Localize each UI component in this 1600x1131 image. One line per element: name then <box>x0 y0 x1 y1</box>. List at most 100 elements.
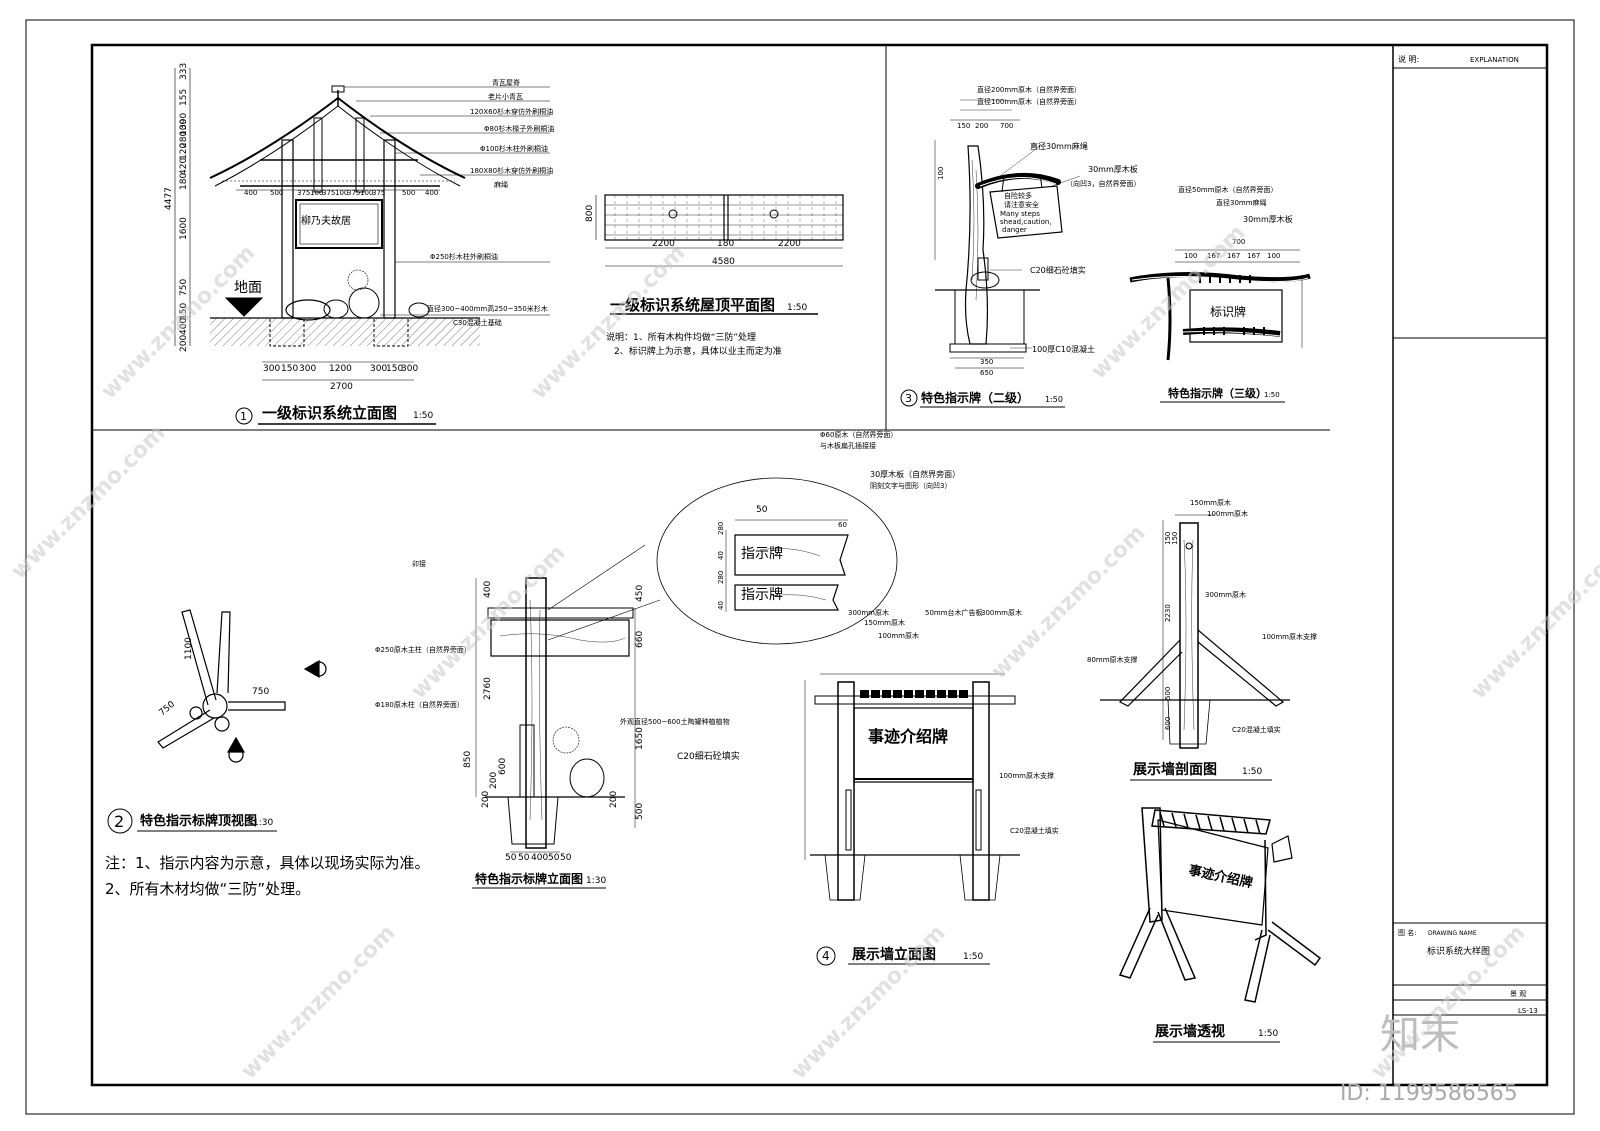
svg-text:直径200mm原木（自然界旁面）: 直径200mm原木（自然界旁面） <box>977 85 1081 94</box>
svg-text:375: 375 <box>372 189 385 197</box>
svg-text:180X80杉木穿仿外刷桐油: 180X80杉木穿仿外刷桐油 <box>470 166 553 175</box>
svg-text:展示墙剖面图: 展示墙剖面图 <box>1133 761 1217 778</box>
svg-text:特色指示标牌顶视图: 特色指示标牌顶视图 <box>140 813 257 829</box>
svg-text:麻绳: 麻绳 <box>494 180 508 189</box>
svg-text:4580: 4580 <box>712 257 735 267</box>
svg-text:50: 50 <box>505 853 517 863</box>
svg-text:Φ250原木主柱（自然界旁面）: Φ250原木主柱（自然界旁面） <box>375 645 471 654</box>
svg-text:1:30: 1:30 <box>253 818 273 828</box>
discipline: 景 观 <box>1510 990 1526 998</box>
id-watermark: ID: 1199586565 <box>1340 1081 1518 1106</box>
svg-text:说明：1、所有木构件均做“三防”处理: 说明：1、所有木构件均做“三防”处理 <box>606 331 756 343</box>
svg-text:一级标识系统立面图: 一级标识系统立面图 <box>262 404 397 422</box>
svg-text:200: 200 <box>609 791 619 808</box>
svg-text:青瓦屋脊: 青瓦屋脊 <box>492 78 520 87</box>
drawing-name-label: 图 名: <box>1398 928 1417 937</box>
svg-text:300mm原木: 300mm原木 <box>848 608 889 617</box>
svg-text:C20细石砼填实: C20细石砼填实 <box>1030 265 1086 275</box>
svg-text:300mm原木: 300mm原木 <box>1205 590 1246 599</box>
feature-sign-elevation <box>475 577 636 853</box>
feature-sign-labels: 指示牌 指示牌 Φ60原木（自然界旁面） 与木板扁孔插接接 30厚木板（自然界旁… <box>375 430 960 889</box>
svg-text:100: 100 <box>937 167 945 180</box>
display-wall-elevation <box>804 673 1020 901</box>
svg-text:280: 280 <box>179 131 189 148</box>
svg-text:200: 200 <box>179 335 189 352</box>
svg-text:100mm原木支撑: 100mm原木支撑 <box>999 771 1054 780</box>
svg-text:事迹介绍牌: 事迹介绍牌 <box>868 727 948 746</box>
drawing-name-en: DRAWING NAME <box>1428 930 1477 937</box>
svg-text:直径50mm原木（自然界旁面）: 直径50mm原木（自然界旁面） <box>1178 185 1278 194</box>
svg-text:1200: 1200 <box>329 364 352 374</box>
svg-text:750: 750 <box>179 279 189 296</box>
svg-text:120: 120 <box>179 143 189 160</box>
svg-text:180: 180 <box>179 173 189 190</box>
svg-text:与木板扁孔插接接: 与木板扁孔插接接 <box>820 441 876 450</box>
svg-text:100厚C10混凝土: 100厚C10混凝土 <box>1032 344 1095 354</box>
ground-label: 地面 <box>234 280 262 296</box>
svg-text:1:50: 1:50 <box>1242 767 1262 777</box>
svg-text:80mm原木支撑: 80mm原木支撑 <box>1087 655 1138 664</box>
svg-text:120X60杉木穿仿外刷桐油: 120X60杉木穿仿外刷桐油 <box>470 107 553 116</box>
svg-text:350: 350 <box>980 358 993 366</box>
svg-text:750: 750 <box>252 687 269 697</box>
explanation-en: EXPLANATION <box>1470 56 1519 64</box>
svg-text:40: 40 <box>717 551 725 560</box>
svg-text:展示墙立面图: 展示墙立面图 <box>852 946 936 963</box>
roof-plan-labels: 800 2200 180 2200 4580 一级标识系统屋顶平面图 1:50 … <box>585 205 807 357</box>
svg-text:C20细石砼填实: C20细石砼填实 <box>677 750 740 762</box>
svg-text:2230: 2230 <box>1164 604 1172 622</box>
outer-border <box>25 19 1575 1115</box>
svg-text:150: 150 <box>179 303 189 320</box>
svg-text:shead,caution,: shead,caution, <box>1000 218 1052 226</box>
svg-text:直径300~400mm高250~350米杉木: 直径300~400mm高250~350米杉木 <box>427 304 548 313</box>
svg-text:标识牌: 标识牌 <box>1210 305 1246 319</box>
svg-text:1:50: 1:50 <box>1258 1029 1278 1039</box>
drawing-2-labels: 1100 750 750 2 特色指示标牌顶视图 1:30 注：1、指示内容为示… <box>105 637 430 898</box>
svg-text:1:50: 1:50 <box>1045 395 1063 404</box>
svg-text:30厚木板（自然界旁面）: 30厚木板（自然界旁面） <box>870 469 960 479</box>
svg-text:特色指示牌（二级）: 特色指示牌（二级） <box>921 390 1029 405</box>
svg-text:100: 100 <box>1267 252 1280 260</box>
svg-text:2700: 2700 <box>330 382 353 392</box>
display-wall-labels: 事迹介绍牌 300mm原木 150mm原木 100mm原木 50mm台木广告板 … <box>816 608 1059 966</box>
svg-text:420: 420 <box>179 158 189 175</box>
svg-text:50mm台木广告板: 50mm台木广告板 <box>925 608 983 617</box>
svg-text:150: 150 <box>1171 532 1179 545</box>
svg-text:450: 450 <box>635 585 645 602</box>
svg-text:660: 660 <box>635 631 645 648</box>
svg-text:700: 700 <box>1000 122 1013 130</box>
svg-text:自险较多: 自险较多 <box>1004 191 1032 200</box>
svg-text:200: 200 <box>975 122 988 130</box>
detail-bubble <box>547 477 898 645</box>
svg-text:1:50: 1:50 <box>787 303 807 313</box>
explanation-label: 说 明: <box>1398 54 1419 64</box>
svg-text:333: 333 <box>179 63 189 80</box>
svg-text:150: 150 <box>957 122 970 130</box>
svg-text:400: 400 <box>483 581 493 598</box>
drawing-2-topview <box>157 609 327 763</box>
svg-text:1:50: 1:50 <box>963 952 983 962</box>
svg-text:40: 40 <box>717 601 725 610</box>
svg-text:1:50: 1:50 <box>1264 391 1280 399</box>
svg-text:650: 650 <box>980 369 993 377</box>
svg-text:400: 400 <box>244 189 257 197</box>
svg-text:一级标识系统屋顶平面图: 一级标识系统屋顶平面图 <box>610 296 775 314</box>
svg-text:400: 400 <box>425 189 438 197</box>
svg-text:1600: 1600 <box>179 217 189 240</box>
svg-text:4477: 4477 <box>164 187 174 210</box>
svg-text:C30混凝土基础: C30混凝土基础 <box>453 318 502 327</box>
title-block: 说 明: EXPLANATION 图 名: DRAWING NAME 标识系统大… <box>1392 45 1547 1085</box>
svg-text:1100: 1100 <box>184 637 194 660</box>
svg-text:Φ250杉木柱外刷桐油: Φ250杉木柱外刷桐油 <box>430 252 498 261</box>
svg-text:danger: danger <box>1002 226 1027 234</box>
svg-text:2200: 2200 <box>652 239 675 249</box>
svg-text:Φ80杉木椽子外刷桐油: Φ80杉木椽子外刷桐油 <box>484 124 554 133</box>
svg-text:180: 180 <box>717 239 734 249</box>
svg-text:4: 4 <box>822 949 830 963</box>
svg-text:30mm厚木板: 30mm厚木板 <box>1243 214 1293 224</box>
svg-text:2、标识牌上为示意，具体以业主而定为准: 2、标识牌上为示意，具体以业主而定为准 <box>614 345 782 357</box>
drawing-1-callouts: 青瓦屋脊 老片小青瓦 120X60杉木穿仿外刷桐油 Φ80杉木椽子外刷桐油 Φ1… <box>427 78 554 327</box>
svg-text:300mm原木: 300mm原木 <box>981 608 1022 617</box>
svg-text:2760: 2760 <box>483 677 493 700</box>
svg-text:外观直径500~600土陶罐种植植物: 外观直径500~600土陶罐种植植物 <box>620 717 730 726</box>
